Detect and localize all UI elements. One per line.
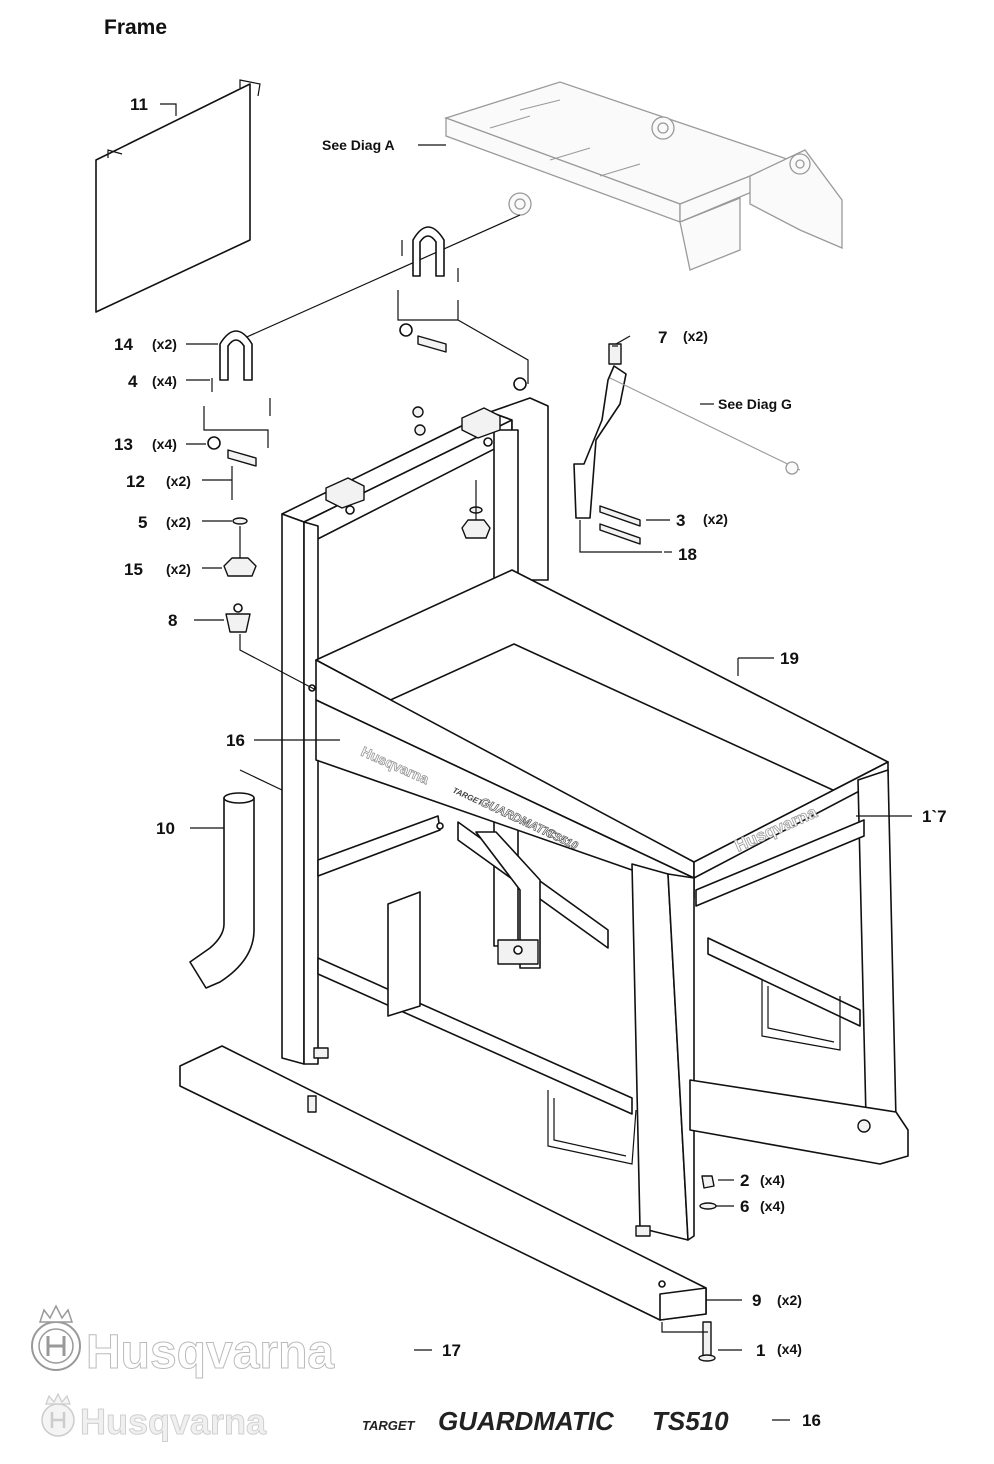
callout-8: 8 [168, 611, 177, 630]
part-floor-bolt [698, 1175, 717, 1362]
callout-19: 19 [780, 649, 799, 668]
svg-text:Husqvarna: Husqvarna [86, 1326, 334, 1379]
callout-2-qty: (x4) [760, 1172, 785, 1188]
part-main-frame [179, 397, 909, 1321]
husqvarna-crown-logo [41, 1392, 75, 1437]
callout-15: 15 [124, 560, 143, 579]
part-rubber-foot [225, 603, 251, 633]
husqvarna-logo-decal: Husqvarna [31, 1304, 335, 1380]
callout-10: 10 [156, 819, 175, 838]
callout-14: 14 [114, 335, 133, 354]
leader-lines [160, 103, 912, 1421]
svg-text:GUARDMATIC: GUARDMATIC [438, 1406, 615, 1436]
callout-13: 13 [114, 435, 133, 454]
callout-4: 4 [128, 372, 138, 391]
callout-7: 7 [658, 328, 667, 347]
callout-see-diag-a: See Diag A [322, 137, 395, 153]
callout-11: 11 [130, 95, 148, 114]
callout-5-qty: (x2) [166, 514, 191, 530]
part-guard-arm [573, 343, 801, 553]
callout-7-qty: (x2) [683, 328, 708, 344]
callout-16-logo: 16 [802, 1411, 821, 1430]
husqvarna-crown-logo [31, 1304, 81, 1371]
callout-see-diag-g: See Diag G [718, 396, 792, 412]
part-drain-hose [189, 792, 255, 989]
callout-6: 6 [740, 1197, 749, 1216]
callout-1: 1 [756, 1341, 765, 1360]
svg-text:Husqvarna: Husqvarna [80, 1401, 267, 1442]
callout-15-qty: (x2) [166, 561, 191, 577]
callout-13-qty: (x4) [152, 436, 177, 452]
callout-9-qty: (x2) [777, 1292, 802, 1308]
callout-12-qty: (x2) [166, 473, 191, 489]
callout-16-frame: 16 [226, 731, 245, 750]
callout-6-qty: (x4) [760, 1198, 785, 1214]
callout-9: 9 [752, 1291, 761, 1310]
callout-3: 3 [676, 511, 685, 530]
callout-4-qty: (x4) [152, 373, 177, 389]
callout-18: 18 [678, 545, 697, 564]
page-title: Frame [104, 16, 167, 39]
husqvarna-model-decal: Husqvarna TARGET GUARDMATIC TS510 [41, 1392, 729, 1443]
part-clamp-knob [223, 480, 491, 577]
callout-12: 12 [126, 472, 145, 491]
part-splash-panel [95, 79, 261, 313]
callout-5: 5 [138, 513, 147, 532]
ghost-saw-carriage [443, 81, 843, 271]
callout-14-qty: (x2) [152, 336, 177, 352]
part-lift-bracket-right [397, 226, 529, 391]
svg-text:TS510: TS510 [652, 1406, 729, 1436]
callout-1-qty: (x4) [777, 1341, 802, 1357]
nut-icon [412, 406, 424, 418]
callout-17-frame: 1`7 [922, 807, 947, 826]
callout-2: 2 [740, 1171, 749, 1190]
nut-icon [414, 424, 426, 436]
callout-17-logo: 17 [442, 1341, 461, 1360]
part-lift-bracket-left [203, 330, 271, 500]
callout-3-qty: (x2) [703, 511, 728, 527]
svg-text:TARGET: TARGET [362, 1418, 416, 1433]
